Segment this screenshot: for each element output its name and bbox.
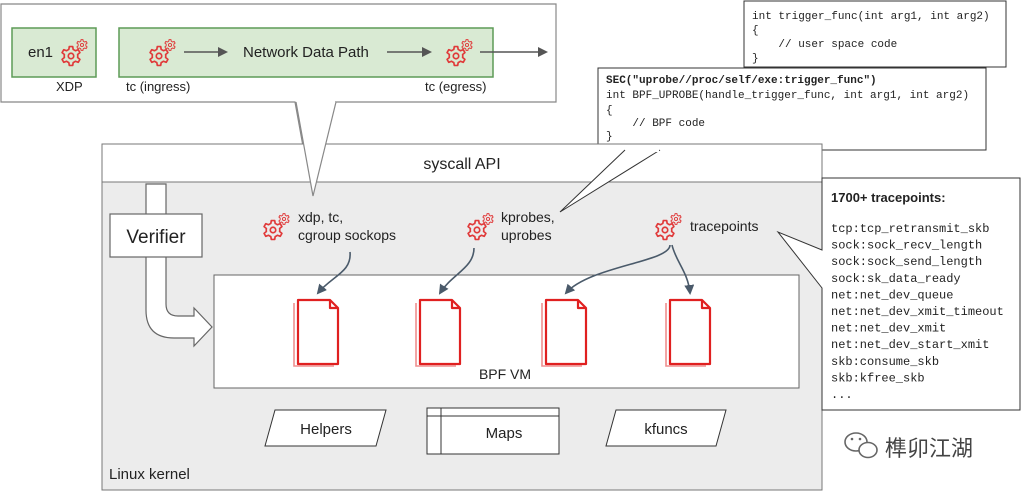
pointer-joint-mask [297,96,335,104]
bpf-code-callout: SEC("uprobe//proc/self/exe:trigger_func"… [559,67,987,213]
kprobes-hook-label: uprobes [501,227,552,243]
kernel-area: syscall API Verifier xdp, tc, cgroup soc… [101,96,823,491]
bpf-code-line: } [606,131,613,143]
kprobes-hook-label: kprobes, [501,209,555,225]
user-code-box: int trigger_func(int arg1, int arg2) { /… [743,0,1007,68]
tracepoint-item: net:net_dev_xmit [831,322,946,336]
xdp-label: XDP [56,79,83,94]
watermark: 榫卯江湖 [844,432,973,462]
tracepoints-hook-label: tracepoints [690,218,758,234]
bpf-code-line: // BPF code [606,118,705,130]
maps-label: Maps [486,425,523,442]
verifier-box [109,213,203,258]
watermark-text: 榫卯江湖 [885,437,973,462]
syscall-api-bar [101,143,823,183]
interface-label: en1 [28,44,53,61]
bpf-program-icon [664,298,712,368]
syscall-api-label: syscall API [423,156,500,173]
tracepoint-item: sock:sk_data_ready [831,272,961,286]
kfuncs-label: kfuncs [644,421,687,438]
bpf-code-line: { [606,105,613,117]
tracepoint-item: tcp:tcp_retransmit_skb [831,222,989,236]
network-hook-label: cgroup sockops [298,227,396,243]
tracepoint-item: ... [831,388,853,402]
tc-ingress-label: tc (ingress) [126,79,190,94]
tc-egress-label: tc (egress) [425,79,486,94]
helpers-box [264,409,387,447]
tracepoint-item: net:net_dev_xmit_timeout [831,305,1004,319]
data-path-label: Network Data Path [243,44,369,61]
bpf-code-line: SEC("uprobe//proc/self/exe:trigger_func"… [606,75,877,87]
interface-box [11,27,97,78]
tracepoints-title: 1700+ tracepoints: [831,190,946,205]
bpf-callout-pointer [559,149,661,213]
user-code-line: int trigger_func(int arg1, int arg2) [752,11,990,23]
hook-arrow [438,247,475,295]
bpf-program-icon [292,298,340,368]
kfuncs-box [605,409,727,447]
tracepoints-callout: 1700+ tracepoints: tcp:tcp_retransmit_sk… [776,177,1021,411]
bpf-program-icon [540,298,588,368]
hook-arrow [564,244,671,295]
network-path-callout: en1 XDP Network Data Path tc (ingress) t… [0,3,557,197]
tracepoint-item: net:net_dev_start_xmit [831,338,989,352]
kernel-label: Linux kernel [109,466,190,483]
pointer-joint-mask [626,146,659,152]
bpf-vm-label: BPF VM [479,366,531,382]
bpf-code-line: int BPF_UPROBE(handle_trigger_func, int … [606,90,969,102]
tracepoints-list: tcp:tcp_retransmit_skb sock:sock_recv_len… [831,222,1004,402]
wechat-icon [844,432,878,459]
tracepoint-item: skb:consume_skb [831,355,939,369]
hook-arrow [671,244,695,295]
network-callout-pointer [295,101,337,197]
bpf-program-icon [414,298,462,368]
tracepoint-item: sock:sock_send_length [831,255,982,269]
hook-arrow [316,251,351,295]
user-code-line: } [752,53,759,65]
maps-box [426,407,560,455]
verifier-label: Verifier [126,227,186,248]
helpers-label: Helpers [300,421,352,438]
tracepoint-item: skb:kfree_skb [831,371,925,385]
tracepoint-item: net:net_dev_queue [831,288,953,302]
tracepoint-item: sock:sock_recv_length [831,239,982,253]
network-hook-label: xdp, tc, [298,209,343,225]
user-code-line: { [752,25,759,37]
user-code-line: // user space code [752,39,897,51]
